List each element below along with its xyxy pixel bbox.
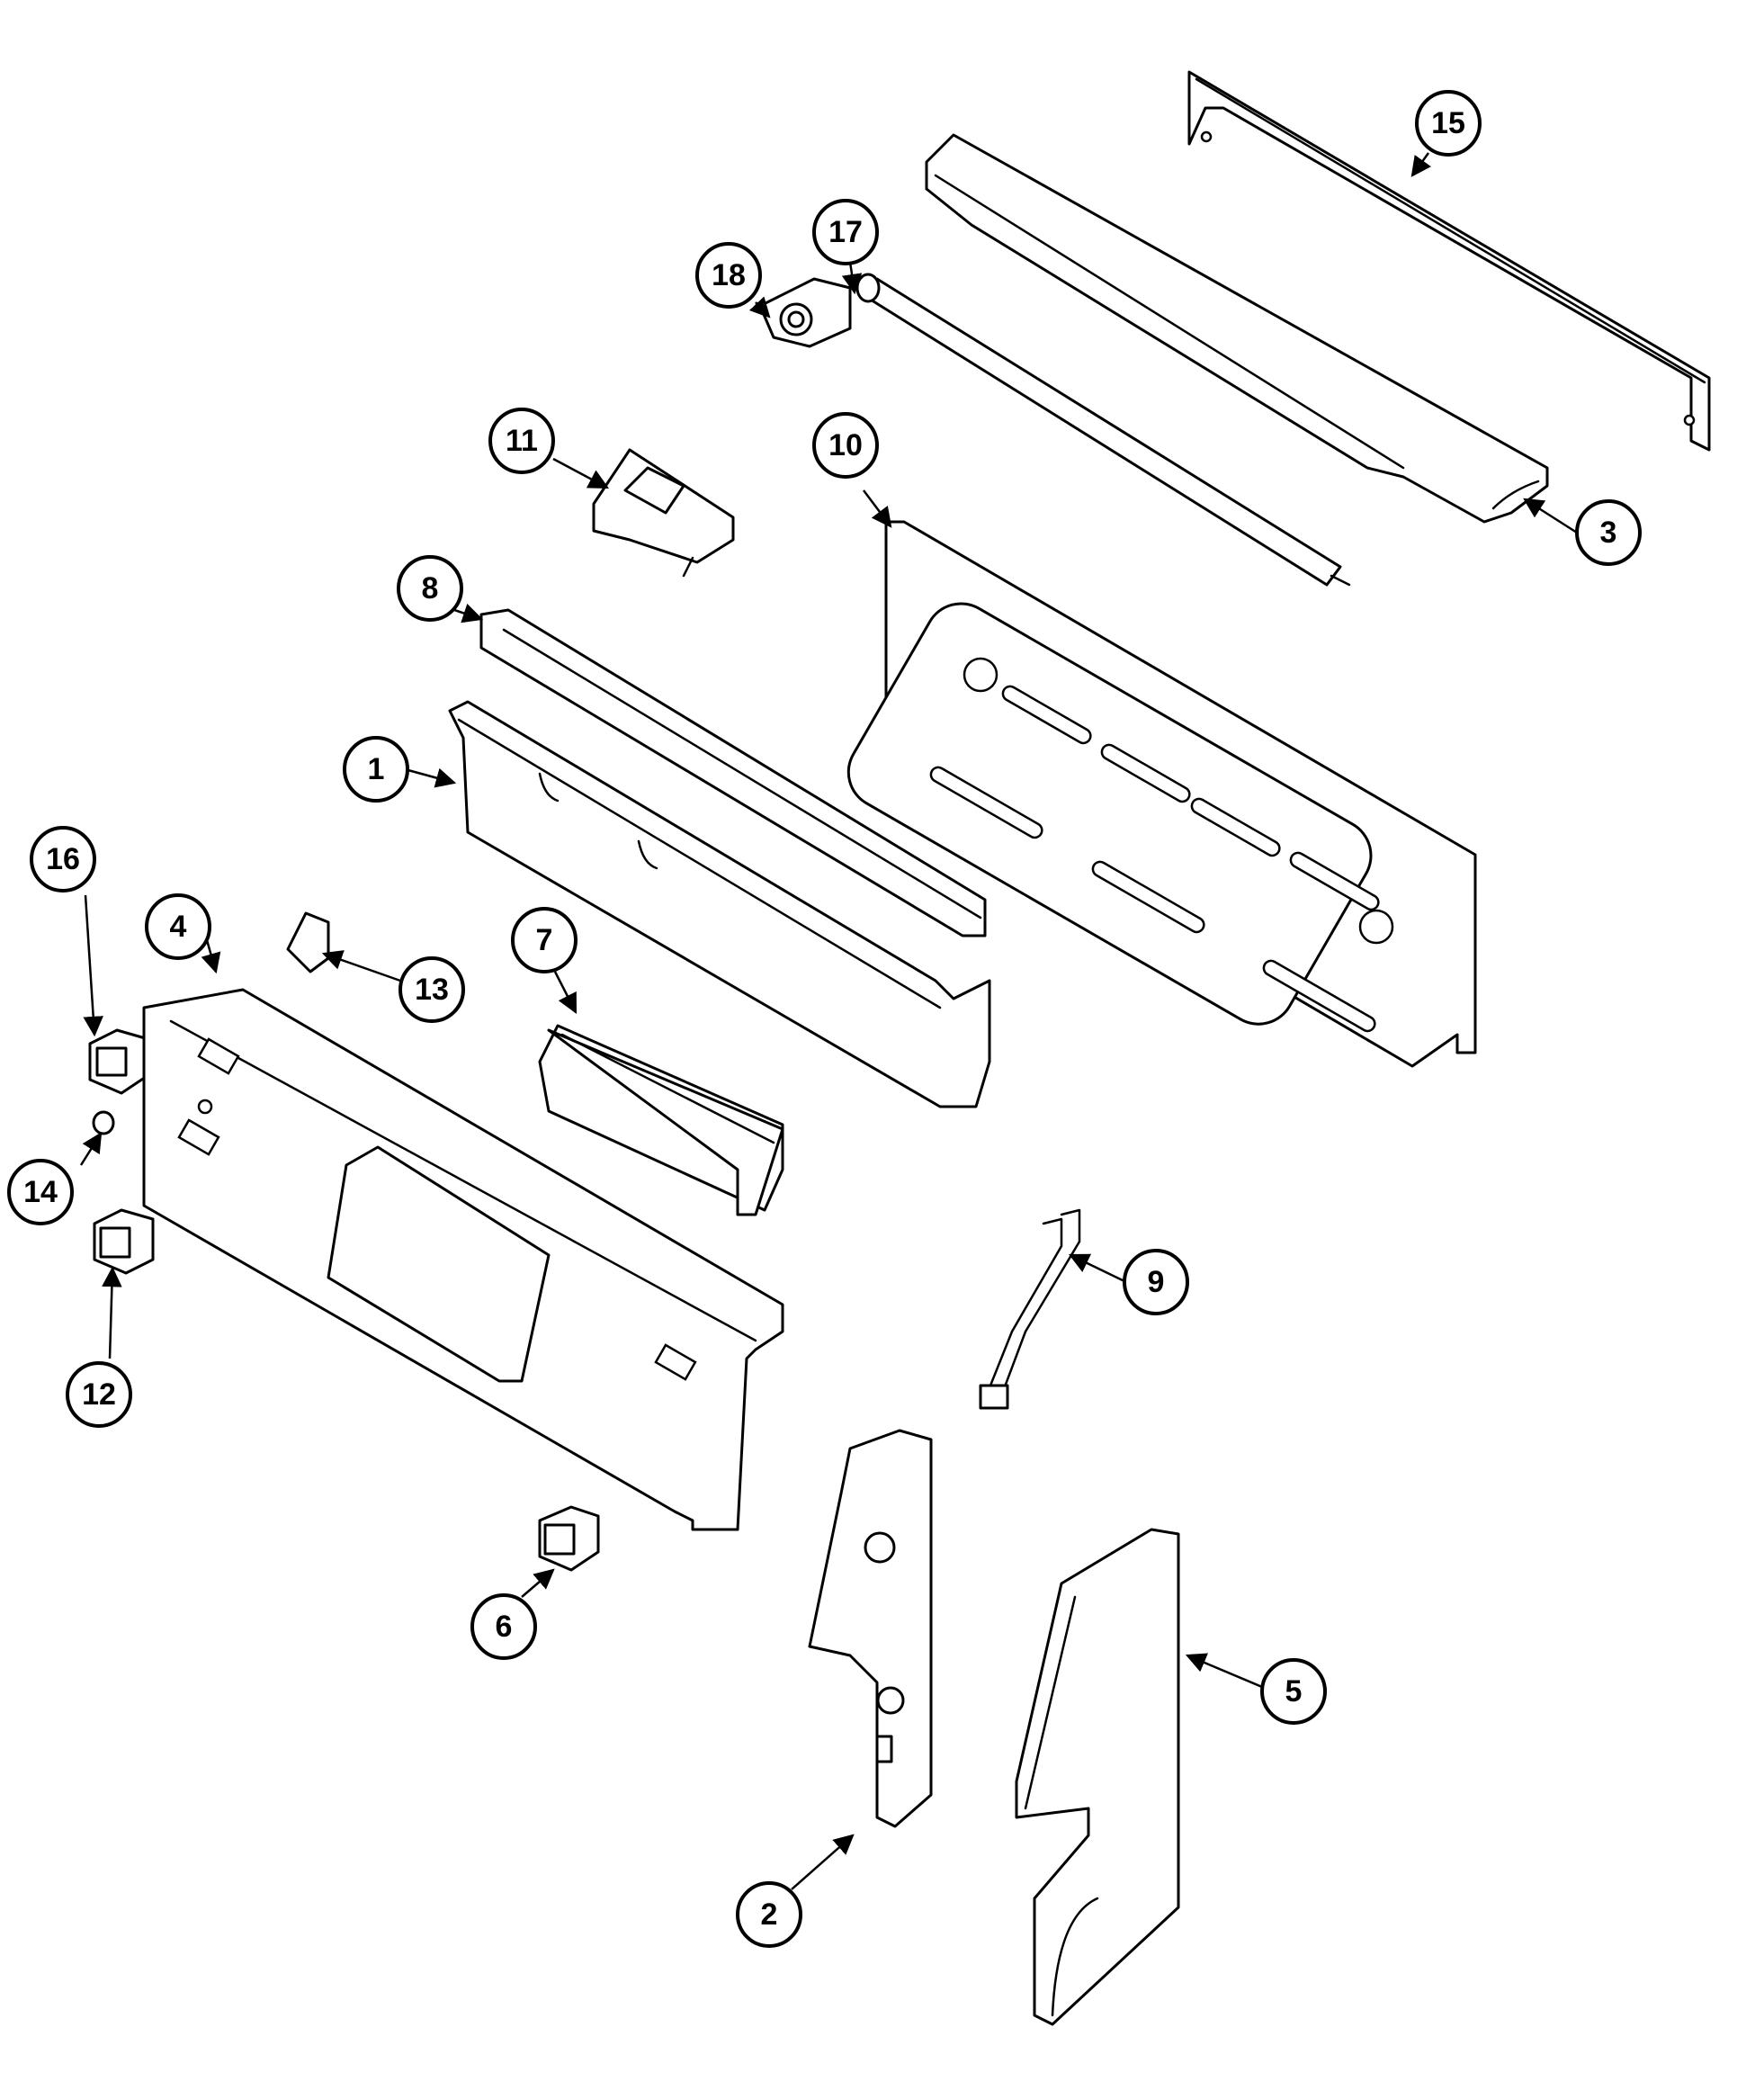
callout-18: 18 bbox=[695, 242, 762, 309]
callout-15-label: 15 bbox=[1431, 106, 1465, 140]
part-11-ballast bbox=[592, 448, 735, 578]
part-18-lamp-holder bbox=[758, 277, 852, 348]
callout-5: 5 bbox=[1260, 1658, 1327, 1725]
callout-6-label: 6 bbox=[496, 1610, 513, 1644]
callouts: 15 17 18 11 10 3 8 1 bbox=[7, 90, 1642, 1948]
back-panel-slots bbox=[929, 685, 1380, 1033]
callout-2: 2 bbox=[736, 1881, 802, 1948]
part-10-back-panel bbox=[846, 520, 1477, 1068]
part-14-button bbox=[92, 1110, 115, 1135]
callout-12-label: 12 bbox=[82, 1377, 116, 1412]
callout-3-label: 3 bbox=[1600, 516, 1617, 550]
part-12-rocker-switch bbox=[93, 1208, 155, 1275]
callout-10-label: 10 bbox=[828, 428, 863, 462]
callout-18-label: 18 bbox=[712, 258, 746, 292]
callout-17: 17 bbox=[812, 199, 879, 265]
part-17-fluorescent-tube bbox=[855, 273, 1351, 587]
part-4-control-panel bbox=[142, 988, 784, 1531]
part-16-rocker-switch bbox=[88, 1028, 150, 1095]
callout-1: 1 bbox=[343, 736, 409, 803]
callout-13: 13 bbox=[398, 956, 465, 1023]
callout-9: 9 bbox=[1123, 1249, 1189, 1315]
part-2-side-bracket bbox=[808, 1429, 933, 1828]
callout-6: 6 bbox=[470, 1593, 537, 1660]
callout-13-label: 13 bbox=[415, 973, 449, 1007]
callout-11: 11 bbox=[488, 408, 555, 474]
callout-14-label: 14 bbox=[23, 1175, 58, 1209]
part-5-side-trim bbox=[1015, 1528, 1180, 2026]
part-3-light-shield bbox=[925, 133, 1549, 524]
part-9-bracket bbox=[979, 1208, 1081, 1410]
callout-14: 14 bbox=[7, 1159, 74, 1225]
callout-5-label: 5 bbox=[1285, 1674, 1303, 1709]
callout-7: 7 bbox=[511, 907, 578, 973]
callout-7-label: 7 bbox=[536, 923, 553, 957]
leader-lines bbox=[79, 152, 1578, 1890]
part-6-rocker-switch bbox=[538, 1505, 600, 1572]
callout-4: 4 bbox=[145, 893, 211, 960]
callout-10: 10 bbox=[812, 412, 879, 479]
callout-12: 12 bbox=[66, 1361, 132, 1428]
callout-3: 3 bbox=[1575, 499, 1642, 566]
callout-4-label: 4 bbox=[170, 910, 187, 944]
part-8-support-strip bbox=[479, 608, 987, 937]
callout-8-label: 8 bbox=[422, 571, 439, 605]
callout-16-label: 16 bbox=[46, 842, 80, 876]
callout-8: 8 bbox=[397, 555, 463, 622]
part-13-clip bbox=[286, 911, 330, 973]
part-7-electronic-control bbox=[538, 1024, 784, 1216]
callout-1-label: 1 bbox=[368, 752, 385, 786]
callout-9-label: 9 bbox=[1148, 1265, 1165, 1299]
callout-17-label: 17 bbox=[828, 215, 863, 249]
callout-15: 15 bbox=[1415, 90, 1482, 157]
callout-16: 16 bbox=[30, 826, 96, 893]
part-1-control-bracket bbox=[448, 700, 991, 1108]
callout-2-label: 2 bbox=[761, 1897, 778, 1932]
part-15-top-trim bbox=[1187, 70, 1711, 452]
callout-11-label: 11 bbox=[506, 424, 538, 458]
